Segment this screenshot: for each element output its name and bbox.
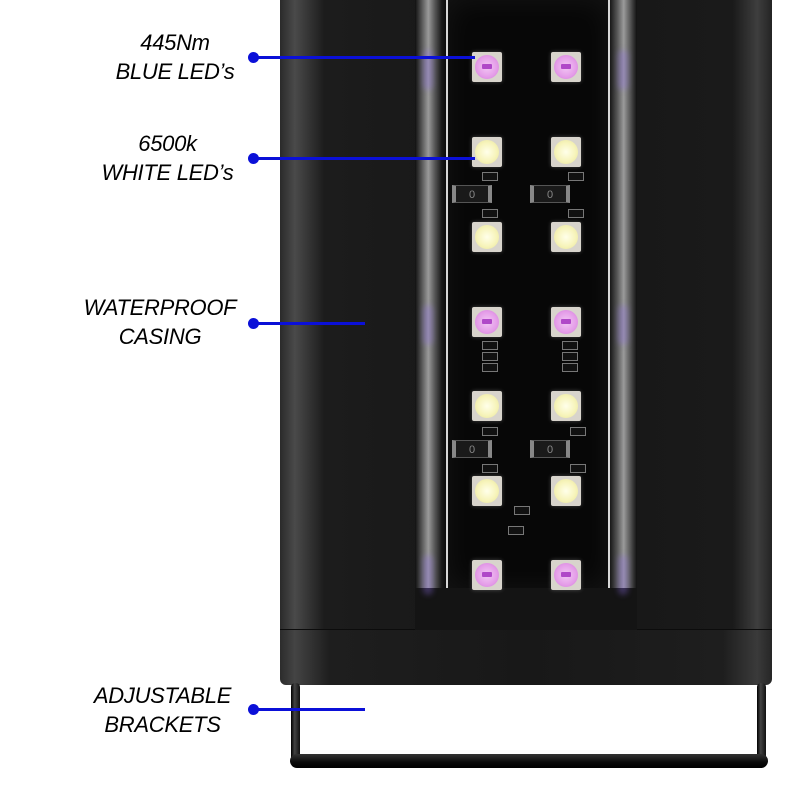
callout-line1: WATERPROOF: [83, 295, 237, 320]
callout-line: [254, 322, 365, 325]
purple-glow: [618, 555, 628, 595]
callout-dot: [248, 704, 259, 715]
callout-brackets: ADJUSTABLE BRACKETS: [75, 681, 250, 739]
callout-dot: [248, 153, 259, 164]
white-led: [472, 476, 502, 506]
resistor: 0: [452, 185, 492, 203]
smd-component: [482, 464, 498, 473]
callout-line1: 445Nm: [140, 30, 210, 55]
white-led: [551, 137, 581, 167]
blue-led: [472, 52, 502, 82]
callout-line: [254, 56, 475, 59]
end-cap-notch: [415, 588, 637, 630]
resistor: 0: [530, 440, 570, 458]
smd-component: [562, 352, 578, 361]
bracket-bar: [290, 754, 768, 768]
smd-component: [570, 427, 586, 436]
callout-line2: CASING: [118, 324, 202, 349]
purple-glow: [618, 305, 628, 345]
bracket-leg-right: [757, 683, 766, 763]
smd-component: [482, 172, 498, 181]
bracket-leg-left: [291, 683, 300, 763]
smd-component: [482, 363, 498, 372]
callout-line2: WHITE LED’s: [101, 160, 234, 185]
smd-component: [514, 506, 530, 515]
callout-casing: WATERPROOF CASING: [70, 293, 250, 351]
callout-line2: BRACKETS: [104, 712, 221, 737]
smd-component: [482, 352, 498, 361]
white-led: [472, 137, 502, 167]
smd-component: [482, 209, 498, 218]
smd-component: [562, 341, 578, 350]
callout-blue-leds: 445Nm BLUE LED’s: [95, 28, 255, 86]
callout-line1: 6500k: [138, 131, 197, 156]
callout-white-leds: 6500k WHITE LED’s: [80, 129, 255, 187]
smd-component: [568, 172, 584, 181]
smd-component: [568, 209, 584, 218]
purple-glow: [423, 555, 433, 595]
callout-line: [254, 708, 365, 711]
callout-line1: ADJUSTABLE: [93, 683, 232, 708]
resistor: 0: [452, 440, 492, 458]
purple-glow: [423, 305, 433, 345]
smd-component: [508, 526, 524, 535]
white-led: [472, 391, 502, 421]
end-cap: [280, 629, 772, 685]
blue-led: [472, 307, 502, 337]
purple-glow: [618, 50, 628, 90]
blue-led: [551, 307, 581, 337]
callout-line2: BLUE LED’s: [115, 59, 235, 84]
white-led: [472, 222, 502, 252]
callout-line: [254, 157, 475, 160]
smd-component: [562, 363, 578, 372]
white-led: [551, 391, 581, 421]
white-led: [551, 476, 581, 506]
smd-component: [482, 427, 498, 436]
blue-led: [472, 560, 502, 590]
led-circuit-board: [446, 0, 610, 588]
callout-dot: [248, 318, 259, 329]
blue-led: [551, 52, 581, 82]
smd-component: [570, 464, 586, 473]
purple-glow: [423, 50, 433, 90]
white-led: [551, 222, 581, 252]
smd-component: [482, 341, 498, 350]
blue-led: [551, 560, 581, 590]
callout-dot: [248, 52, 259, 63]
resistor: 0: [530, 185, 570, 203]
